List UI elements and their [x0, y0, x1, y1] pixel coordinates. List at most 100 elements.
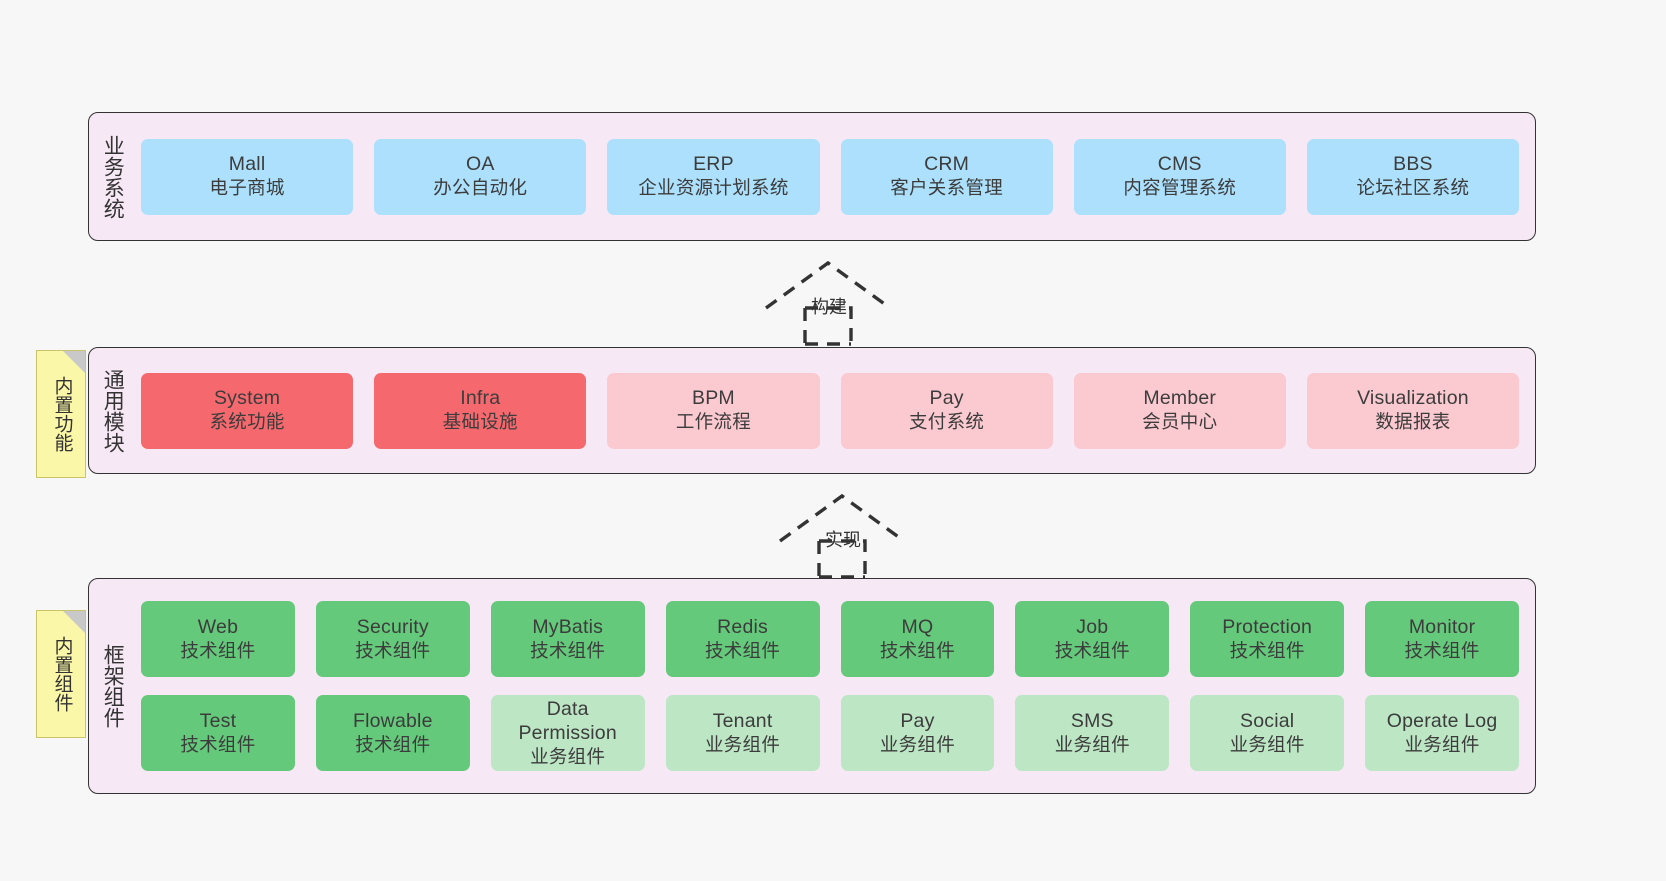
node-web[interactable]: Web 技术组件 [141, 601, 295, 677]
node-crm[interactable]: CRM 客户关系管理 [840, 138, 1053, 215]
node-title-en: CRM [924, 153, 970, 176]
node-test[interactable]: Test 技术组件 [141, 695, 295, 771]
node-flowable[interactable]: Flowable 技术组件 [315, 695, 470, 771]
layer-body-framework-component: Web 技术组件 Security 技术组件 MyBatis 技术组件 Redi… [135, 579, 1535, 793]
arrow-head-triangle [779, 493, 905, 543]
node-title-en: SMS [1070, 709, 1114, 732]
node-mybatis[interactable]: MyBatis 技术组件 [490, 601, 645, 677]
layer-body-business-system: Mall 电子商城 OA 办公自动化 ERP 企业资源计划系统 CRM 客户关系… [135, 113, 1535, 240]
node-title-cn: 技术组件 [1054, 639, 1130, 661]
arrow-shaft [817, 539, 867, 577]
node-title-cn: 会员中心 [1142, 411, 1218, 433]
note-builtin-component: 内置组件 [36, 610, 86, 738]
node-title-en: Security [356, 615, 429, 638]
node-bbs[interactable]: BBS 论坛社区系统 [1306, 138, 1520, 215]
node-title-cn: 业务组件 [530, 745, 606, 767]
node-title-cn: 论坛社区系统 [1356, 177, 1470, 199]
node-security[interactable]: Security 技术组件 [315, 601, 470, 677]
node-title-en: OA [465, 153, 495, 176]
node-title-cn: 业务组件 [704, 733, 781, 755]
node-oa[interactable]: OA 办公自动化 [374, 138, 587, 215]
node-row: Web 技术组件 Security 技术组件 MyBatis 技术组件 Redi… [141, 601, 1519, 677]
node-title-en: MyBatis [532, 615, 604, 638]
node-title-cn: 业务组件 [879, 733, 956, 755]
node-title-en: Monitor [1408, 615, 1476, 638]
node-infra[interactable]: Infra 基础设施 [374, 372, 587, 449]
node-social[interactable]: Social 业务组件 [1190, 695, 1345, 771]
node-title-cn: 系统功能 [209, 411, 285, 433]
node-redis[interactable]: Redis 技术组件 [665, 601, 820, 677]
node-pay-module[interactable]: Pay 支付系统 [840, 372, 1053, 449]
node-title-en: Job [1076, 615, 1109, 638]
node-title-en: System [213, 387, 281, 410]
node-mq[interactable]: MQ 技术组件 [840, 601, 995, 677]
node-title-cn: 工作流程 [675, 411, 752, 433]
node-title-cn: 内容管理系统 [1123, 177, 1237, 199]
node-system[interactable]: System 系统功能 [141, 372, 354, 449]
node-title-cn: 电子商城 [209, 177, 285, 199]
node-row: System 系统功能 Infra 基础设施 BPM 工作流程 Pay 支付系统… [141, 372, 1520, 449]
node-data-permission[interactable]: Data Permission 业务组件 [490, 695, 645, 771]
node-cms[interactable]: CMS 内容管理系统 [1073, 138, 1286, 215]
node-sms[interactable]: SMS 业务组件 [1015, 695, 1170, 771]
node-title-cn: 技术组件 [530, 639, 606, 661]
node-mall[interactable]: Mall 电子商城 [141, 138, 354, 215]
node-protection[interactable]: Protection 技术组件 [1190, 601, 1345, 677]
layer-title-common-module: 通用模块 [101, 368, 125, 453]
node-title-cn: 企业资源计划系统 [638, 177, 789, 199]
node-tenant[interactable]: Tenant 业务组件 [665, 695, 820, 771]
node-title-en: Pay [929, 387, 964, 410]
node-title-en: Pay [900, 709, 935, 732]
node-title-cn: 业务组件 [1404, 733, 1480, 755]
arrow-implement: 实现 [772, 492, 912, 579]
node-title-cn: 技术组件 [1229, 639, 1305, 661]
layer-title-framework-component: 框架组件 [101, 644, 125, 728]
node-title-en: Member [1143, 387, 1217, 410]
node-monitor[interactable]: Monitor 技术组件 [1365, 601, 1519, 677]
note-fold-corner-icon [63, 351, 85, 373]
node-title-cn: 技术组件 [355, 733, 431, 755]
node-title-en: Social [1240, 709, 1295, 732]
node-title-cn: 办公自动化 [433, 177, 528, 199]
node-title-cn: 业务组件 [1054, 733, 1130, 755]
arrow-head-triangle [765, 260, 891, 310]
arrow-label-build: 构建 [811, 297, 847, 317]
node-title-en: Flowable [352, 709, 433, 732]
node-title-en: Test [199, 709, 237, 732]
node-row: Test 技术组件 Flowable 技术组件 Data Permission … [141, 695, 1519, 771]
node-title-en: Data Permission [518, 697, 617, 744]
node-bpm[interactable]: BPM 工作流程 [607, 372, 820, 449]
note-label: 内置组件 [51, 636, 73, 712]
node-title-en: Redis [717, 615, 768, 638]
node-title-en: Tenant [712, 709, 773, 732]
node-title-cn: 技术组件 [1404, 639, 1480, 661]
node-title-cn: 技术组件 [355, 639, 431, 661]
node-pay-component[interactable]: Pay 业务组件 [840, 695, 995, 771]
node-title-en: Infra [460, 387, 501, 410]
node-title-en: CMS [1157, 153, 1202, 176]
node-operate-log[interactable]: Operate Log 业务组件 [1365, 695, 1519, 771]
node-member[interactable]: Member 会员中心 [1073, 372, 1286, 449]
node-title-cn: 支付系统 [909, 411, 985, 433]
layer-business-system: 业务系统 Mall 电子商城 OA 办公自动化 ERP 企业资源计划系统 CRM… [88, 112, 1536, 241]
arrow-build: 构建 [758, 259, 898, 346]
node-visualization[interactable]: Visualization 数据报表 [1306, 372, 1520, 449]
node-erp[interactable]: ERP 企业资源计划系统 [607, 138, 820, 215]
node-title-cn: 客户关系管理 [890, 177, 1003, 199]
node-job[interactable]: Job 技术组件 [1015, 601, 1170, 677]
node-title-en: MQ [901, 615, 934, 638]
node-title-cn: 技术组件 [180, 639, 256, 661]
node-title-cn: 基础设施 [442, 411, 518, 433]
layer-framework-component: 框架组件 Web 技术组件 Security 技术组件 MyBatis 技术组件… [88, 578, 1536, 794]
layer-title-business-system: 业务系统 [101, 134, 125, 219]
node-title-en: BBS [1393, 153, 1433, 176]
node-title-cn: 数据报表 [1375, 411, 1451, 433]
arrow-shaft [803, 306, 853, 344]
node-title-en: BPM [692, 387, 735, 410]
note-label: 内置功能 [51, 376, 73, 452]
note-builtin-function: 内置功能 [36, 350, 86, 478]
node-title-cn: 技术组件 [879, 639, 956, 661]
node-title-en: Operate Log [1386, 709, 1498, 732]
arrow-label-implement: 实现 [825, 530, 861, 550]
